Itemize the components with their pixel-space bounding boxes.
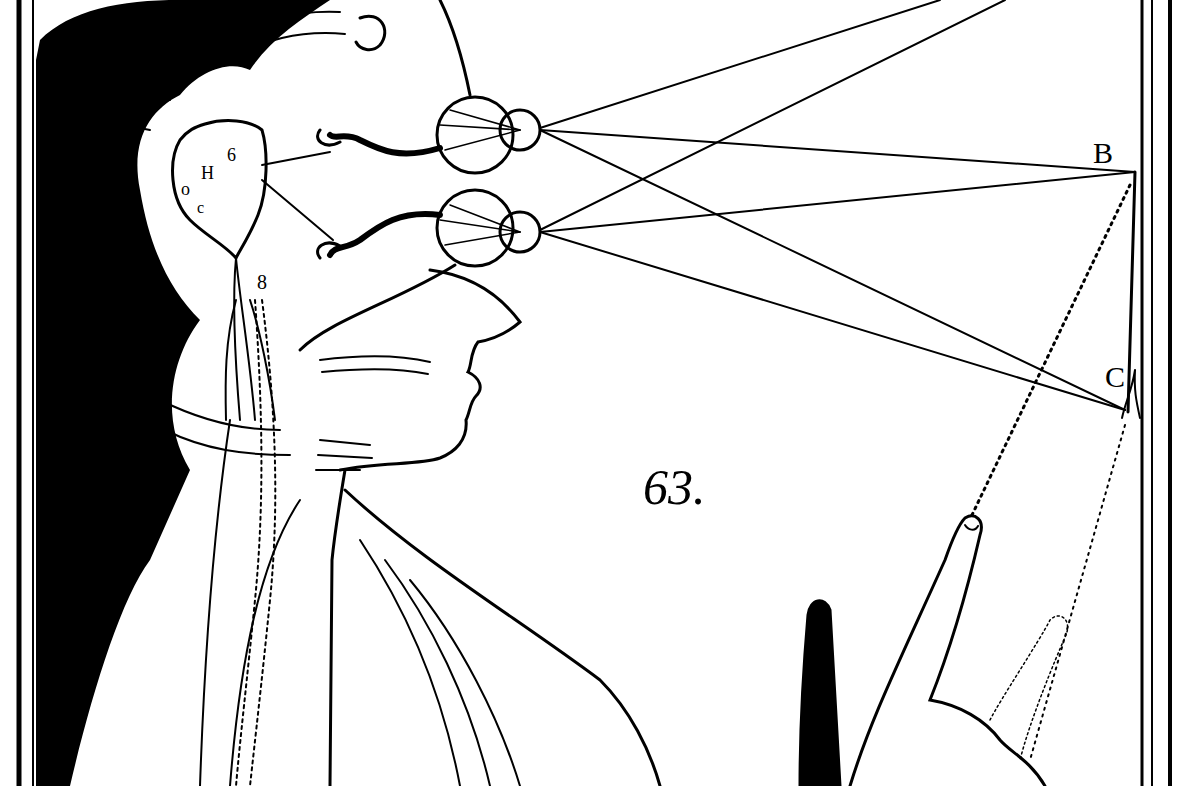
wall-line (1141, 0, 1144, 786)
optic-nerve (330, 214, 440, 255)
point-label: C (1104, 362, 1126, 392)
frame-line (32, 0, 34, 786)
figure-number: 63. (642, 462, 707, 512)
pineal-gland (173, 121, 267, 258)
frame-line (17, 0, 22, 786)
point-label: o (180, 180, 191, 198)
fingernail (965, 525, 978, 530)
point-label: B (1092, 138, 1114, 168)
neck-line (330, 470, 345, 786)
dotted-finger (990, 616, 1068, 760)
thumb (800, 601, 840, 786)
hair-shadow (36, 0, 330, 786)
hair-hatching (60, 12, 345, 455)
nerve-end (318, 130, 340, 258)
facial-nerve (300, 265, 455, 350)
hand-outline (850, 516, 1045, 786)
wall-line (1168, 0, 1172, 786)
point-label: H (200, 164, 215, 182)
gland-ray (262, 152, 330, 165)
point-label: 6 (226, 146, 237, 164)
eye-inner-rays (440, 110, 520, 245)
gland-ray (262, 180, 333, 240)
nerve-strands (226, 258, 275, 420)
light-rays (540, 0, 1135, 410)
garment-line (345, 490, 660, 786)
point-label: c (196, 200, 205, 216)
pointing-dotted-line (972, 185, 1130, 515)
hair-curl (356, 16, 385, 50)
garment-folds (230, 500, 520, 786)
nerve-line (200, 420, 230, 786)
pointing-dotted-line (1030, 425, 1125, 760)
nerve-dotted-path (236, 300, 275, 786)
wall-line (1151, 0, 1153, 786)
point-label: 8 (256, 272, 268, 292)
chin-hatching (316, 356, 430, 470)
optic-nerve (330, 135, 440, 153)
